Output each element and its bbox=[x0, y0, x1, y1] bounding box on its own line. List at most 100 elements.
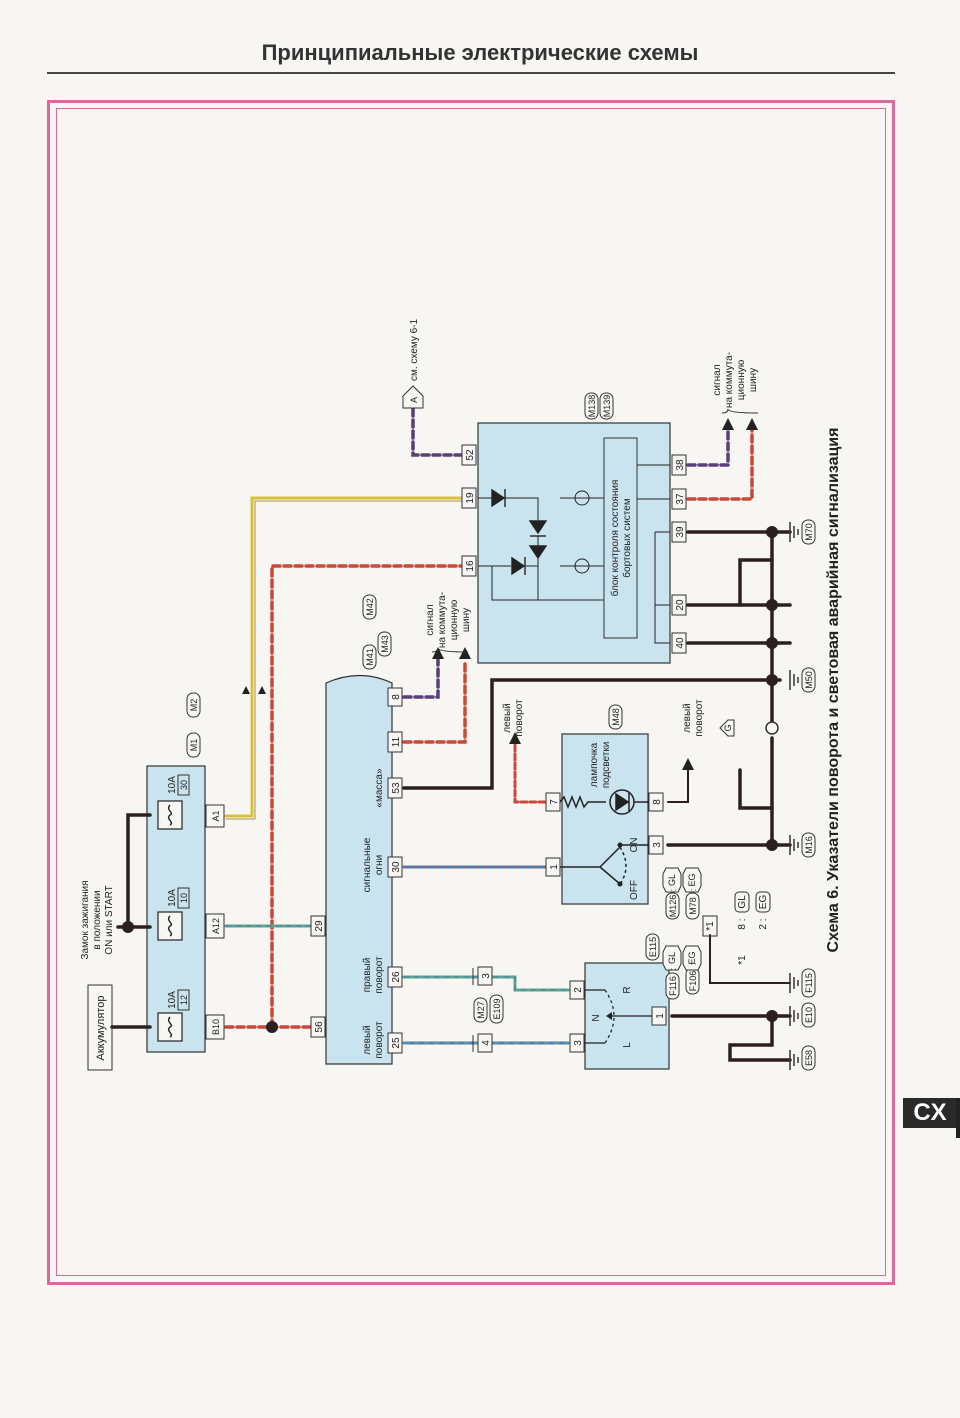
tag-f115-box bbox=[801, 968, 816, 998]
signal-mid-4: шину bbox=[461, 608, 472, 632]
tag-m48-box bbox=[608, 704, 623, 730]
battery-box bbox=[87, 984, 113, 1071]
pin-box-26 bbox=[387, 966, 403, 988]
ground-symbol-f115 bbox=[789, 973, 799, 993]
tag-m2-box bbox=[186, 692, 201, 718]
diode-2 bbox=[528, 520, 548, 535]
pin-52: 52 bbox=[465, 449, 476, 461]
pin-lamp-8: 8 bbox=[652, 799, 663, 805]
pin-16: 16 bbox=[465, 560, 476, 572]
fuse-10-num-box bbox=[177, 887, 190, 909]
pin-m27-3: 3 bbox=[481, 973, 492, 979]
tag-m138: M138 bbox=[587, 395, 597, 418]
signal-lights-1: сигнальные bbox=[362, 837, 373, 892]
tag-m43-box bbox=[377, 631, 392, 657]
left-turn-a-1: левый bbox=[502, 703, 513, 732]
ground-label: «масса» bbox=[374, 768, 385, 808]
pin-box-56 bbox=[310, 1016, 326, 1038]
tag-gl-2: GL bbox=[667, 952, 677, 964]
fuse-10-amp: 10A bbox=[167, 889, 178, 907]
tag-f106: F106 bbox=[688, 971, 698, 992]
tag-g: G bbox=[723, 724, 733, 731]
tag-m126-colon: : bbox=[668, 889, 678, 892]
tag-e58: E58 bbox=[804, 1050, 814, 1066]
tag-m27-box bbox=[473, 997, 488, 1023]
footnote-1: *1 bbox=[737, 955, 748, 965]
lamp-label-1: лампочка bbox=[589, 742, 600, 787]
junction-gnd-20 bbox=[766, 599, 778, 611]
switch-n: N bbox=[591, 1014, 602, 1021]
wire-ground-loop-2 bbox=[738, 768, 774, 810]
ground-symbol-m70 bbox=[789, 522, 799, 542]
tag-m42-box bbox=[362, 594, 377, 620]
pin-box-m27-3 bbox=[477, 966, 493, 986]
tag-g-box bbox=[719, 719, 735, 737]
tag-m50-box bbox=[801, 667, 816, 693]
left-turn-a-2: поворот bbox=[514, 699, 525, 737]
left-turn-col-2: поворот bbox=[374, 1021, 385, 1059]
wire-hazard-loop bbox=[728, 1014, 792, 1062]
pin-56: 56 bbox=[314, 1021, 325, 1033]
tag-eg-1-box bbox=[682, 867, 702, 893]
fuse-10-wave bbox=[167, 915, 173, 937]
wire-lamp-8 bbox=[667, 769, 689, 803]
tag-m16: M16 bbox=[804, 836, 814, 854]
page-title: Принципиальные электрические схемы bbox=[261, 40, 699, 65]
tag-gl-1: GL bbox=[667, 874, 677, 886]
wire-pin-37 bbox=[686, 428, 754, 501]
relay-coil-1 bbox=[574, 490, 590, 506]
tag-f116-colon: : bbox=[668, 968, 678, 971]
signal-top-1: сигнал bbox=[712, 364, 723, 395]
ignition-label-2: в положении bbox=[92, 890, 103, 949]
wire-yellow-edge bbox=[225, 500, 463, 820]
see-scheme-label: см. схему 6-1 bbox=[409, 319, 420, 382]
right-turn-col-2: поворот bbox=[374, 956, 385, 994]
battery-label: Аккумулятор bbox=[95, 996, 107, 1061]
control-trace-4 bbox=[560, 497, 604, 567]
ignition-label-1: Замок зажигания bbox=[80, 880, 91, 959]
left-turn-b-1: левый bbox=[682, 703, 693, 732]
pin-box-a12 bbox=[205, 913, 225, 939]
pin-30: 30 bbox=[391, 861, 402, 873]
junction-ignition bbox=[122, 921, 134, 933]
tag-e115: E115 bbox=[648, 937, 658, 957]
wire-ground-loop bbox=[738, 558, 774, 607]
ground-symbol-m50 bbox=[789, 670, 799, 690]
lamp-bulb-diode bbox=[615, 792, 630, 812]
fuse-30-amp: 10A bbox=[167, 776, 178, 794]
pin-sw-3: 3 bbox=[652, 842, 663, 848]
control-unit-label-1: блок контроля состояния bbox=[609, 480, 621, 597]
footnote-gl: GL bbox=[737, 895, 748, 909]
junction-open bbox=[765, 721, 779, 735]
tag-f106-colon: : bbox=[688, 963, 698, 966]
tag-m41: M41 bbox=[365, 648, 375, 666]
switch-contact-off bbox=[617, 881, 623, 887]
tag-m78: M78 bbox=[688, 897, 698, 915]
tag-e10-box bbox=[801, 1002, 816, 1028]
junction-gnd-39 bbox=[766, 526, 778, 538]
wire-pin-38 bbox=[686, 428, 730, 467]
pin-box-m27-4 bbox=[477, 1033, 493, 1053]
connector-A bbox=[402, 385, 424, 409]
wire-pin-8 bbox=[402, 658, 440, 699]
arrow-pin-37 bbox=[746, 418, 758, 430]
arrow-pin-38 bbox=[722, 418, 734, 430]
tag-m70: M70 bbox=[804, 523, 814, 541]
tag-eg-1: EG bbox=[687, 873, 697, 886]
footnote-gl-box bbox=[734, 891, 750, 913]
connector-A-label: A bbox=[409, 397, 419, 403]
footnote-2: 2 : bbox=[758, 918, 769, 929]
arrow-up-yellow bbox=[258, 686, 266, 694]
pin-sw-1: 1 bbox=[549, 864, 560, 870]
pin-box-40 bbox=[671, 632, 687, 654]
pin-hz-3: 3 bbox=[573, 1040, 584, 1046]
tag-e58-box bbox=[801, 1045, 816, 1071]
ground-symbol-e58 bbox=[789, 1050, 799, 1070]
tag-f115: F115 bbox=[804, 973, 814, 993]
left-turn-b-2: поворот bbox=[694, 699, 705, 737]
lamp-block bbox=[561, 733, 649, 905]
pin-box-37 bbox=[671, 488, 687, 510]
left-turn-col-1: левый bbox=[362, 1025, 373, 1054]
junction-gnd-m16 bbox=[766, 839, 778, 851]
fuse-12-wave bbox=[167, 1016, 173, 1038]
